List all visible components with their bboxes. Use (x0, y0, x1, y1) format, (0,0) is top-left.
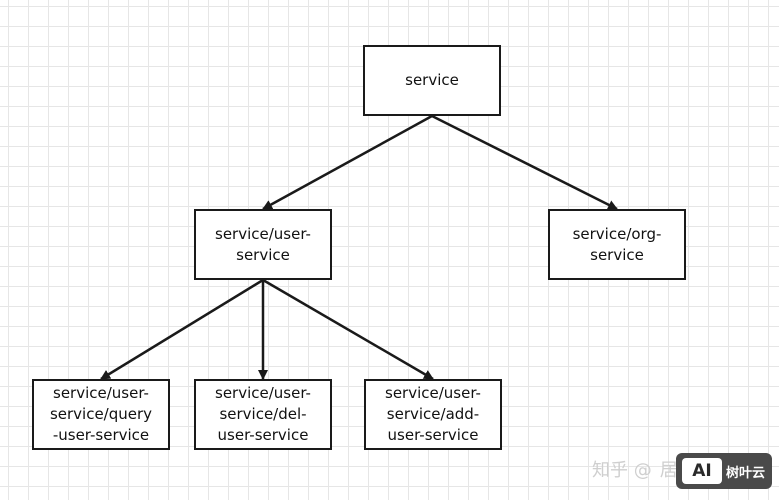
watermark-author-text: 居 (659, 460, 678, 481)
node-org-service: service/org- service (548, 209, 686, 280)
node-org-service-label: service/org- service (572, 224, 662, 264)
node-del-user-service-label: service/user- service/del- user-service (215, 384, 311, 444)
watermark-site-text: 知乎 @ (592, 460, 652, 481)
ai-logo-icon: AI (682, 458, 722, 484)
node-service: service (363, 45, 501, 116)
edge-root-to-org (431, 114, 618, 211)
watermark-brand-text: 树叶云 (726, 465, 766, 481)
zhihu-watermark: 知乎 @ 居 (592, 454, 678, 484)
edge-user-to-query (100, 278, 264, 381)
edge-root-to-user (262, 114, 433, 211)
node-query-user-service: service/user- service/query -user-servic… (32, 379, 170, 450)
brand-watermark: AI 树叶云 (676, 453, 772, 489)
node-user-service: service/user- service (194, 209, 332, 280)
edge-user-to-add (262, 278, 434, 381)
node-query-user-service-label: service/user- service/query -user-servic… (49, 384, 153, 444)
node-user-service-label: service/user- service (215, 224, 311, 264)
node-add-user-service: service/user- service/add- user-service (364, 379, 502, 450)
ai-logo-text: AI (692, 461, 712, 481)
node-del-user-service: service/user- service/del- user-service (194, 379, 332, 450)
node-add-user-service-label: service/user- service/add- user-service (385, 384, 481, 444)
node-service-label: service (405, 71, 459, 89)
